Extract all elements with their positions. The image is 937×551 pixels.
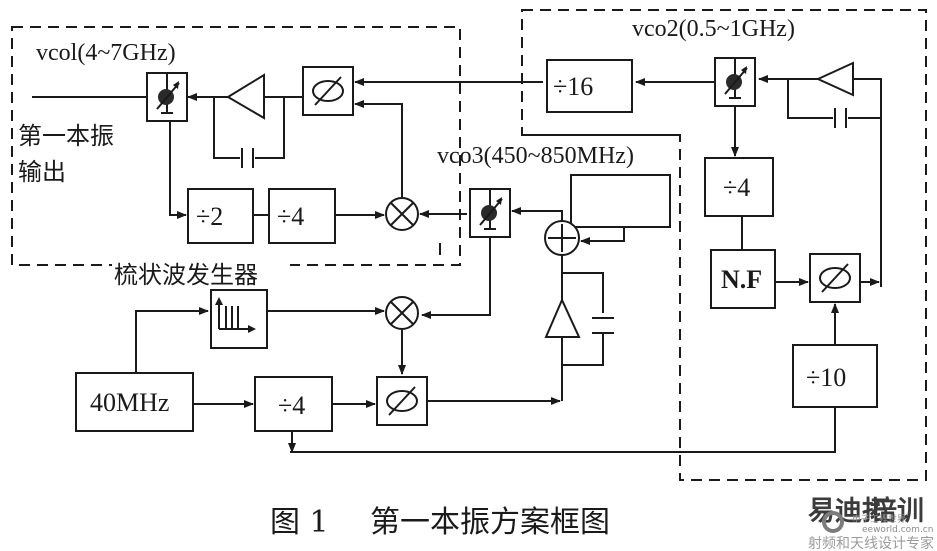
vco3-label: vco3(450~850MHz): [437, 143, 634, 169]
watermark-brand-red: 易迪拓: [808, 496, 889, 527]
vco2-div4-text: ÷4: [723, 173, 750, 202]
vco3-aux-block: [570, 174, 671, 228]
div10-block: [792, 344, 878, 408]
vco2-symbol: [714, 57, 756, 107]
nf-text: N.F: [721, 265, 762, 294]
comb-spectrum-icon: [215, 297, 256, 333]
vco3-mixer: [385, 296, 419, 330]
div16-text: ÷16: [553, 72, 593, 101]
watermark-sub: 电子工程世界: [852, 513, 906, 525]
watermark-brand-blue: 培训: [870, 496, 924, 527]
vco1-loop-amplifier: [226, 73, 265, 120]
div16-block: [546, 59, 633, 113]
vco2-div4-block: [704, 157, 774, 217]
div10-text: ÷10: [806, 363, 846, 392]
vco1-phase-detector: [302, 66, 354, 116]
comb-generator-label: 梳状波发生器: [114, 261, 258, 289]
figure-title: 第一本振方案框图: [370, 505, 610, 540]
output-label-line1: 第一本振: [18, 122, 114, 150]
vco1-div2-text: ÷2: [196, 202, 223, 231]
watermark-tagline: 射频和天线设计专家: [808, 535, 934, 551]
vco1-label: vcol(4~7GHz): [36, 40, 176, 66]
reference-div4-text: ÷4: [278, 391, 305, 420]
vco1-div4-text: ÷4: [277, 202, 304, 231]
watermark-url: eeworld.com.cn: [862, 525, 933, 535]
figure-number: 图 1: [270, 505, 329, 540]
vco1-region-outline: [11, 26, 461, 266]
watermark: 易迪拓 培训 电子工程世界 eeworld.com.cn 射频和天线设计专家: [808, 496, 934, 551]
vco1-mixer: [385, 197, 419, 231]
reference-40mhz-block: [75, 372, 194, 432]
vco3-symbol: [469, 188, 511, 238]
nf-block: [710, 249, 776, 309]
reference-div4-block: [254, 376, 333, 432]
vco2-label: vco2(0.5~1GHz): [632, 16, 795, 42]
reference-40mhz-text: 40MHz: [90, 388, 169, 417]
output-label-line2: 输出: [18, 158, 66, 186]
watermark-logo-icon: [822, 511, 844, 533]
vco2-loop-amplifier: [815, 61, 854, 97]
vco1-symbol: [146, 72, 188, 122]
vco2-phase-detector: [809, 253, 861, 303]
vco3-phase-detector: [376, 376, 428, 426]
vco3-loop-amplifier: [544, 297, 581, 338]
